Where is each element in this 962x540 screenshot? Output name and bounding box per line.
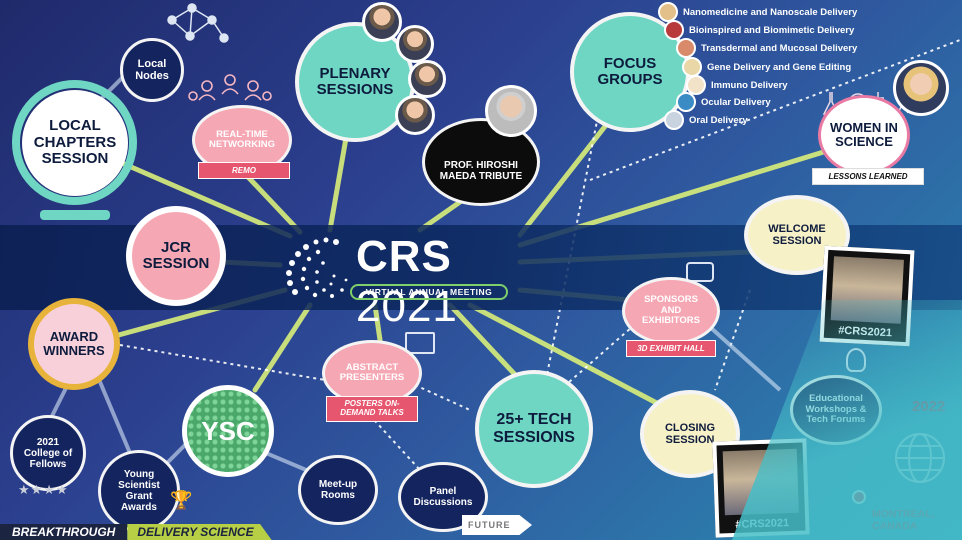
focus-item-oral[interactable]: Oral Delivery [664, 110, 748, 130]
ysc-bubble[interactable]: YSC [182, 385, 274, 477]
virtual-annual-meeting-label: VIRTUAL ANNUAL MEETING [350, 284, 508, 300]
hashtag-label-closing: #CRS2021 [719, 516, 805, 531]
abstract-presenters-label: ABSTRACT PRESENTERS [336, 363, 408, 384]
focus-groups-label: FOCUS GROUPS [590, 56, 670, 89]
speaker-avatar-1 [362, 2, 402, 42]
focus-item-ocular[interactable]: Ocular Delivery [676, 92, 771, 112]
network-nodes-icon [162, 0, 232, 50]
focus-item-nanomedicine[interactable]: Nanomedicine and Nanoscale Delivery [658, 2, 857, 22]
ysc-label: YSC [201, 417, 254, 446]
location-pin-icon [852, 490, 866, 504]
award-winners-label: AWARD WINNERS [38, 330, 110, 359]
tech-sessions-bubble[interactable]: 25+ TECH SESSIONS [475, 370, 593, 488]
women-in-science-bubble[interactable]: WOMEN IN SCIENCE [818, 95, 910, 175]
dna-icon [682, 57, 702, 77]
sponsors-exhibitors-label: SPONSORS AND EXHIBITORS [635, 295, 707, 326]
next-meeting-year: 2022 [912, 398, 945, 415]
women-in-science-label: WOMEN IN SCIENCE [825, 121, 903, 150]
closing-video-thumbnail[interactable]: #CRS2021 [712, 438, 809, 537]
meetup-rooms-label: Meet-up Rooms [308, 479, 368, 501]
pill-icon [664, 110, 684, 130]
cell-icon [664, 20, 684, 40]
lessons-learned-ribbon: LESSONS LEARNED [812, 168, 924, 185]
jcr-session-bubble[interactable]: JCR SESSION [126, 206, 226, 306]
crs-wordmark: CRS 2021 [356, 232, 516, 332]
lightbulb-icon [846, 348, 866, 372]
next-meeting-country: CANADA [872, 520, 934, 532]
footer-tagline: BREAKTHROUGH DELIVERY SCIENCE [0, 524, 272, 540]
real-time-networking-label: REAL-TIME NETWORKING [207, 130, 277, 151]
skin-icon [676, 38, 696, 58]
hashtag-label: #CRS2021 [824, 324, 907, 340]
nanoparticle-icon [658, 2, 678, 22]
young-scientist-grant-bubble[interactable]: Young Scientist Grant Awards [98, 450, 180, 532]
jcr-session-label: JCR SESSION [138, 240, 214, 273]
educational-workshops-label: Educational Workshops & Tech Forums [797, 394, 875, 425]
young-scientist-grant-label: Young Scientist Grant Awards [107, 469, 171, 513]
breakthrough-label: BREAKTHROUGH [0, 524, 127, 540]
speaker-avatar-4 [395, 95, 435, 135]
posters-ribbon: POSTERS ON-DEMAND TALKS [326, 396, 418, 422]
maeda-photo [485, 85, 537, 137]
local-nodes-label: Local Nodes [123, 58, 181, 82]
stars-icon: ★★★★ [18, 482, 69, 498]
globe-base-icon [40, 210, 110, 220]
people-network-icon [185, 72, 275, 108]
eye-icon [676, 92, 696, 112]
panel-discussions-label: Panel Discussions [408, 486, 478, 508]
local-chapters-bubble[interactable]: LOCAL CHAPTERS SESSION [22, 90, 128, 196]
welcome-session-label: WELCOME SESSION [757, 223, 837, 247]
globe-icon [890, 428, 950, 488]
next-meeting-place: MONTREAL, CANADA [872, 508, 934, 532]
focus-item-transdermal[interactable]: Transdermal and Mucosal Delivery [676, 38, 857, 58]
future-arrow: FUTURE [462, 515, 532, 535]
crs-2021-logo: CRS 2021 VIRTUAL ANNUAL MEETING [276, 232, 516, 302]
local-chapters-label: LOCAL CHAPTERS SESSION [30, 118, 120, 168]
award-winners-bubble[interactable]: AWARD WINNERS [28, 298, 120, 390]
focus-item-bioinspired[interactable]: Bioinspired and Biomimetic Delivery [664, 20, 854, 40]
speaker-avatar-3 [408, 60, 446, 98]
plenary-sessions-label: PLENARY SESSIONS [310, 66, 400, 99]
women-in-science-speaker-photo [893, 60, 949, 116]
speaker-avatar-2 [396, 25, 434, 63]
meetup-rooms-bubble[interactable]: Meet-up Rooms [298, 455, 378, 525]
delivery-science-label: DELIVERY SCIENCE [127, 524, 271, 540]
welcome-video-thumbnail[interactable]: #CRS2021 [820, 246, 915, 347]
closing-speaker-frame [723, 449, 799, 516]
focus-item-gene[interactable]: Gene Delivery and Gene Editing [682, 57, 851, 77]
maeda-tribute-label: PROF. HIROSHI MAEDA TRIBUTE [436, 160, 526, 182]
dotted-globe-icon [276, 232, 354, 302]
trophy-icon: 🏆 [170, 490, 192, 511]
next-meeting-city: MONTREAL, [872, 508, 934, 520]
college-of-fellows-bubble[interactable]: 2021 College of Fellows [10, 415, 86, 491]
remo-ribbon: REMO [198, 162, 290, 179]
welcome-speaker-frame [831, 256, 904, 324]
tech-sessions-label: 25+ TECH SESSIONS [489, 411, 579, 446]
sponsors-exhibitors-bubble[interactable]: SPONSORS AND EXHIBITORS [622, 277, 720, 345]
3d-exhibit-hall-ribbon: 3D EXHIBIT HALL [626, 340, 716, 357]
college-of-fellows-label: 2021 College of Fellows [20, 437, 76, 470]
educational-workshops-bubble[interactable]: Educational Workshops & Tech Forums [790, 375, 882, 445]
